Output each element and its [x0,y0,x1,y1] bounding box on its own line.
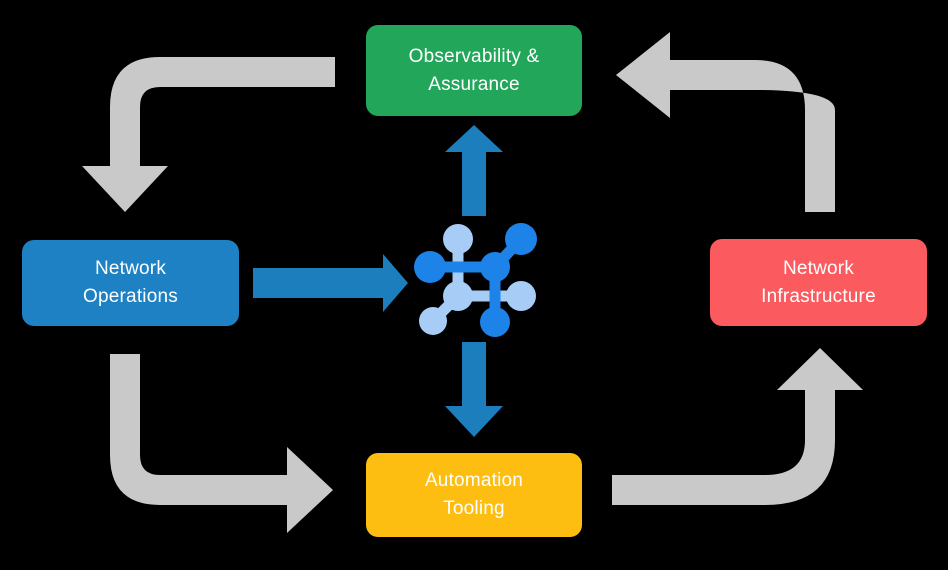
arrow-center-to-observability [445,125,503,216]
arrow-infrastructure-to-observability [616,32,835,212]
arrow-automation-to-infrastructure [612,348,863,505]
node-label-network-operations: Network Operations [83,258,178,307]
node-box-network-infrastructure[interactable]: Network Infrastructure [710,239,927,326]
arrow-operations-to-center [253,254,408,312]
node-label-network-infrastructure: Network Infrastructure [761,257,876,307]
arrow-operations-to-automation [110,354,333,533]
node-label-automation-tooling: Automation Tooling [424,470,524,519]
node-label-observability: Observability & Assurance [408,45,540,95]
icon-nodes-primary [414,223,537,337]
node-box-automation-tooling[interactable]: Automation Tooling [366,453,582,537]
node-box-observability[interactable]: Observability & Assurance [366,25,582,116]
icon-nodes-secondary [419,224,536,335]
arrow-observability-to-operations [82,57,335,212]
arrow-center-to-automation [445,342,503,437]
node-box-network-operations[interactable]: Network Operations [22,240,239,326]
